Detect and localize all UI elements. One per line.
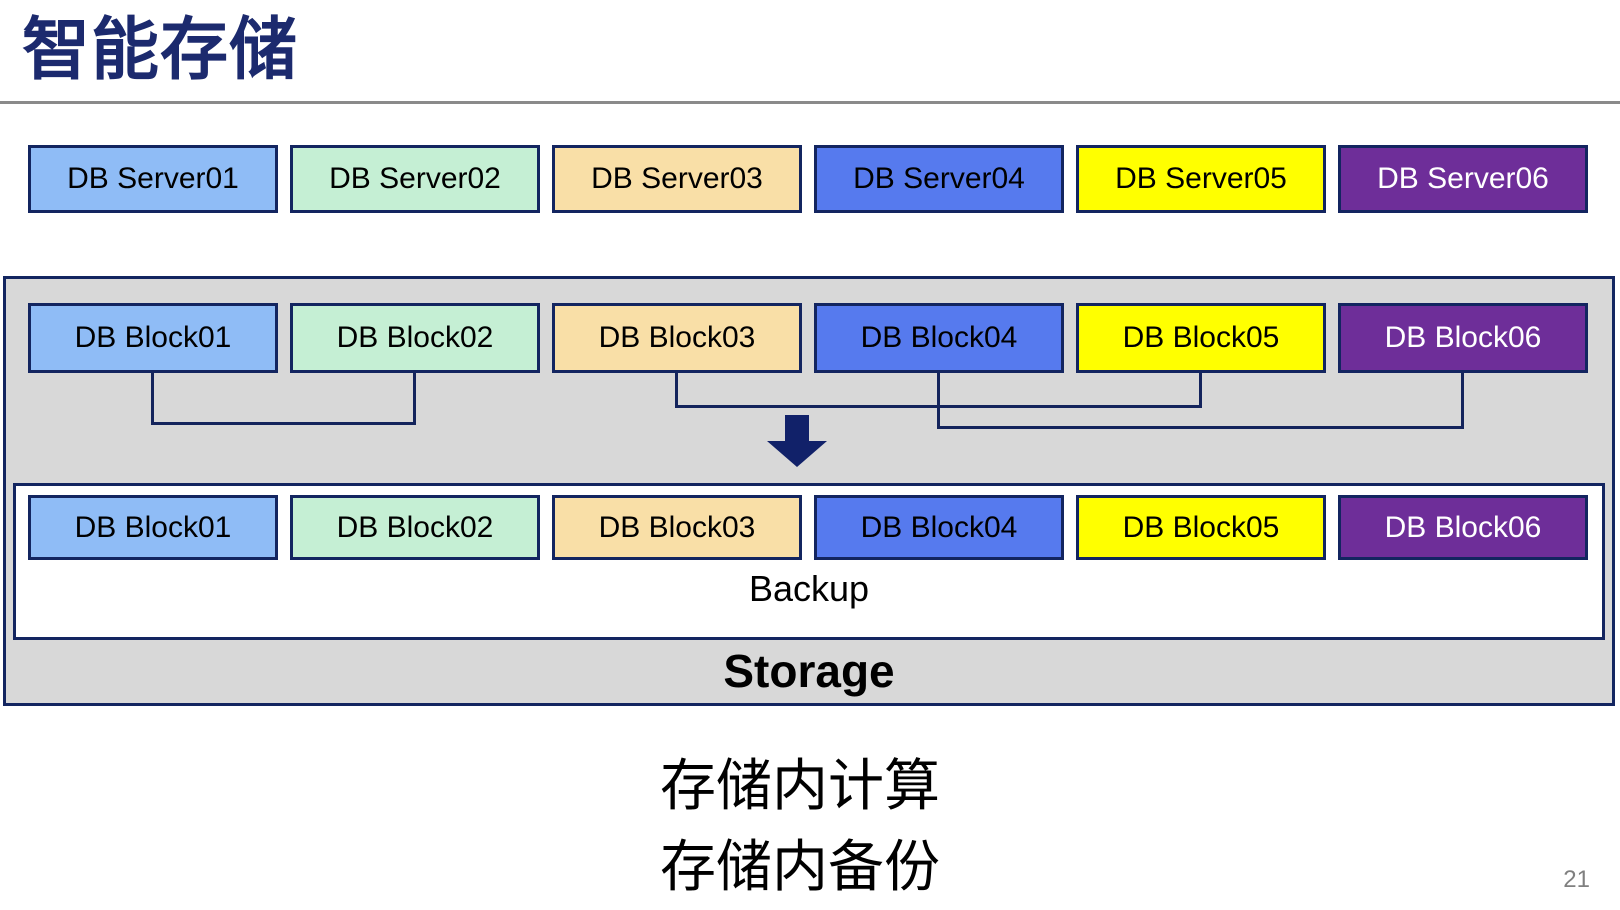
db-block-bottom-05: DB Block05: [1076, 495, 1326, 560]
db-server-box-06: DB Server06: [1338, 145, 1588, 213]
slide-title: 智能存储: [22, 12, 299, 88]
db-block-top-06: DB Block06: [1338, 303, 1588, 373]
db-server-box-03: DB Server03: [552, 145, 802, 213]
db-server-box-01: DB Server01: [28, 145, 278, 213]
db-block-bottom-01: DB Block01: [28, 495, 278, 560]
caption-line-2: 存储内备份: [660, 835, 940, 898]
db-server-box-04: DB Server04: [814, 145, 1064, 213]
db-block-top-02: DB Block02: [290, 303, 540, 373]
title-divider: [0, 101, 1620, 104]
db-block-row-top: DB Block01 DB Block02 DB Block03 DB Bloc…: [28, 303, 1588, 373]
connector-block04-block06: [937, 373, 1464, 429]
db-block-bottom-03: DB Block03: [552, 495, 802, 560]
db-block-top-01: DB Block01: [28, 303, 278, 373]
db-block-bottom-06: DB Block06: [1338, 495, 1588, 560]
db-block-bottom-04: DB Block04: [814, 495, 1064, 560]
db-server-box-05: DB Server05: [1076, 145, 1326, 213]
down-arrow-icon: [767, 415, 827, 467]
page-number: 21: [1563, 866, 1590, 893]
db-block-row-bottom: DB Block01 DB Block02 DB Block03 DB Bloc…: [28, 495, 1588, 560]
backup-label: Backup: [748, 568, 870, 609]
caption-block: 存储内计算 存储内备份: [660, 745, 940, 907]
connector-block01-block02: [151, 373, 416, 425]
storage-label: Storage: [723, 645, 895, 697]
db-block-bottom-02: DB Block02: [290, 495, 540, 560]
storage-container: DB Block01 DB Block02 DB Block03 DB Bloc…: [3, 276, 1615, 706]
db-block-top-04: DB Block04: [814, 303, 1064, 373]
db-block-top-03: DB Block03: [552, 303, 802, 373]
caption-line-1: 存储内计算: [660, 754, 940, 817]
db-server-row: DB Server01 DB Server02 DB Server03 DB S…: [28, 145, 1588, 213]
db-block-top-05: DB Block05: [1076, 303, 1326, 373]
backup-box: DB Block01 DB Block02 DB Block03 DB Bloc…: [13, 483, 1605, 640]
db-server-box-02: DB Server02: [290, 145, 540, 213]
